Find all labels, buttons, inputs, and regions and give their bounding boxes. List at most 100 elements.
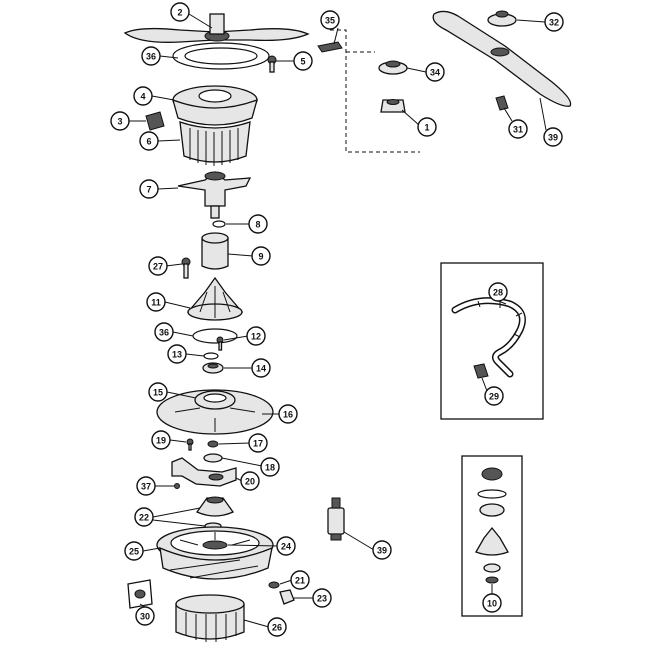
callout-number: 10 <box>487 599 497 609</box>
callout-36: 36 <box>141 46 161 66</box>
filter-screen <box>179 121 251 166</box>
callout-number: 5 <box>300 57 305 67</box>
callout-27: 27 <box>148 256 168 276</box>
clip-31 <box>495 95 509 111</box>
callout-11: 11 <box>146 292 166 312</box>
callout-8: 8 <box>248 214 268 234</box>
callout-32: 32 <box>544 12 564 32</box>
upper-spray-arm <box>123 13 310 43</box>
washer-18 <box>203 453 223 463</box>
callout-14: 14 <box>251 358 271 378</box>
callout-number: 15 <box>153 388 163 398</box>
callout-number: 28 <box>493 288 503 298</box>
motor-26 <box>175 594 245 642</box>
callout-number: 1 <box>424 123 429 133</box>
callout-number: 4 <box>140 92 145 102</box>
callout-number: 39 <box>377 546 387 556</box>
sump-tub <box>156 526 274 580</box>
callout-number: 29 <box>489 392 499 402</box>
callout-number: 13 <box>172 350 182 360</box>
callout-16: 16 <box>278 404 298 424</box>
callout-25: 25 <box>124 541 144 561</box>
callout-number: 24 <box>281 542 291 552</box>
callout-28: 28 <box>488 282 508 302</box>
callout-23: 23 <box>312 588 332 608</box>
callout-22: 22 <box>134 507 154 527</box>
callout-20: 20 <box>240 471 260 491</box>
callout-number: 37 <box>141 482 151 492</box>
filter-housing <box>172 85 258 126</box>
callout-37: 37 <box>136 476 156 496</box>
callout-labels: 1234567891011121314151617181920212223242… <box>110 2 564 637</box>
callout-31: 31 <box>508 119 528 139</box>
callout-1: 1 <box>417 117 437 137</box>
screw-27 <box>181 257 191 279</box>
wash-arm-hub <box>177 171 252 219</box>
callout-number: 22 <box>139 513 149 523</box>
callout-number: 11 <box>151 298 161 308</box>
callout-34: 34 <box>425 62 445 82</box>
callout-21: 21 <box>290 570 310 590</box>
callout-number: 2 <box>177 8 182 18</box>
callout-number: 26 <box>272 623 282 633</box>
hose-28 <box>451 297 526 378</box>
callout-3: 3 <box>110 111 130 131</box>
callout-number: 3 <box>117 117 122 127</box>
clip-35 <box>317 41 343 53</box>
cap-22 <box>196 496 234 530</box>
screw-5 <box>267 55 277 73</box>
washer-8 <box>212 220 226 228</box>
callout-39: 39 <box>372 540 392 560</box>
callout-number: 16 <box>283 410 293 420</box>
callout-number: 9 <box>258 252 263 262</box>
screw-37 <box>174 483 180 489</box>
callout-number: 36 <box>159 328 169 338</box>
seal-13 <box>203 352 219 360</box>
callout-4: 4 <box>133 86 153 106</box>
seal-14 <box>202 362 224 374</box>
callout-number: 8 <box>255 220 260 230</box>
callout-19: 19 <box>151 430 171 450</box>
callout-number: 25 <box>129 547 139 557</box>
callout-36: 36 <box>154 322 174 342</box>
callout-26: 26 <box>267 617 287 637</box>
callout-35: 35 <box>320 10 340 30</box>
callout-2: 2 <box>170 2 190 22</box>
callout-17: 17 <box>248 433 268 453</box>
nut-17 <box>207 440 219 448</box>
clamp-23 <box>279 589 295 605</box>
callout-18: 18 <box>260 457 280 477</box>
clip-3 <box>145 111 165 131</box>
callout-number: 14 <box>256 364 266 374</box>
pump-disc <box>156 389 274 435</box>
callout-number: 36 <box>146 52 156 62</box>
ring-21 <box>268 581 280 589</box>
callout-number: 27 <box>153 262 163 272</box>
callout-6: 6 <box>139 131 159 151</box>
callout-30: 30 <box>135 606 155 626</box>
callout-number: 7 <box>146 185 151 195</box>
callout-number: 6 <box>146 137 151 147</box>
callout-10: 10 <box>482 593 502 613</box>
pin-12 <box>216 336 224 351</box>
group-bracket <box>330 29 420 153</box>
callout-number: 21 <box>295 576 305 586</box>
nozzle-34 <box>378 60 408 75</box>
callout-15: 15 <box>148 382 168 402</box>
nut-1 <box>380 99 406 113</box>
callout-number: 20 <box>245 477 255 487</box>
callout-13: 13 <box>167 344 187 364</box>
kit-parts <box>475 467 509 584</box>
bracket-20 <box>171 457 237 487</box>
seal-ring-lower <box>192 328 238 344</box>
switch-39 <box>327 497 345 541</box>
callout-number: 23 <box>317 594 327 604</box>
callout-number: 32 <box>549 18 559 28</box>
callout-24: 24 <box>276 536 296 556</box>
cylinder-9 <box>201 232 229 270</box>
clamp-29 <box>473 363 489 379</box>
callout-9: 9 <box>251 246 271 266</box>
callout-number: 30 <box>140 612 150 622</box>
impeller-11 <box>186 276 244 321</box>
callout-number: 35 <box>325 16 335 26</box>
